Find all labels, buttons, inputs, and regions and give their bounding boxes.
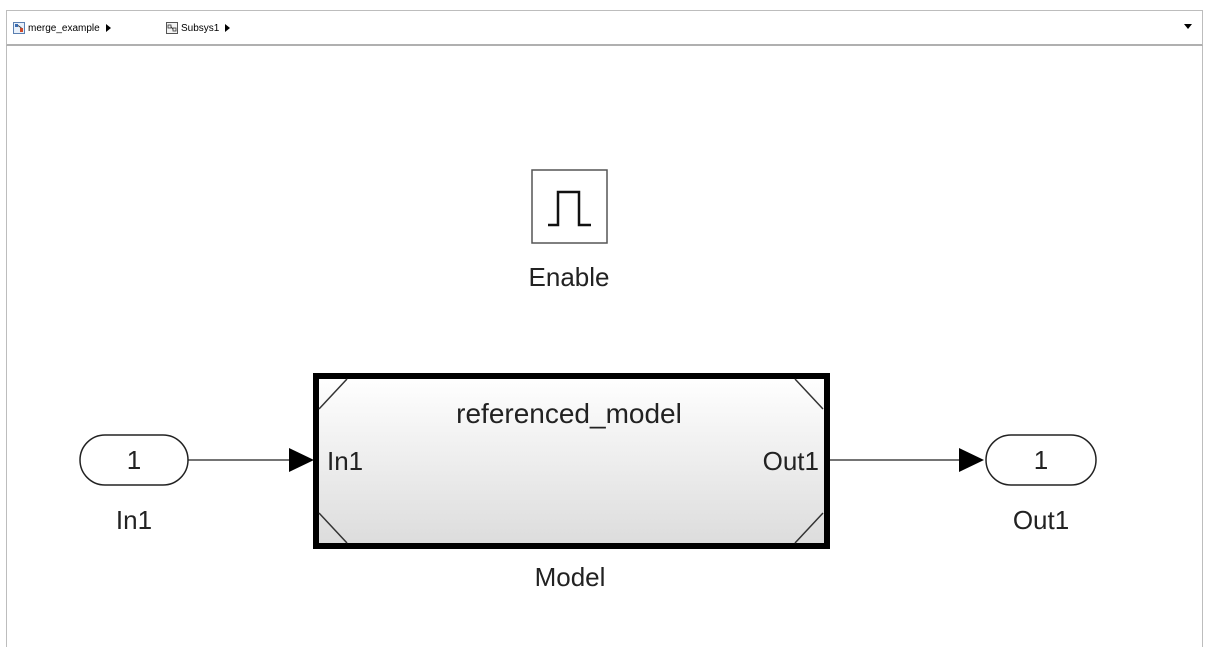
model-out-port-label: Out1: [763, 446, 819, 476]
pulse-icon: [548, 190, 591, 227]
outport-block[interactable]: 1: [985, 434, 1097, 486]
subsystem-icon: [166, 22, 178, 34]
breadcrumb-item-merge-example[interactable]: merge_example: [13, 11, 111, 45]
inport-block[interactable]: 1: [79, 434, 189, 486]
inport-number: 1: [127, 445, 141, 475]
chevron-right-icon[interactable]: [225, 24, 231, 32]
breadcrumb-label: merge_example: [28, 22, 100, 34]
chevron-right-icon[interactable]: [105, 24, 111, 32]
enable-block[interactable]: [531, 169, 608, 244]
inport-label: In1: [116, 505, 152, 535]
model-reference-block[interactable]: referenced_model In1 Out1: [313, 373, 830, 549]
enable-block-label: Enable: [529, 262, 610, 292]
signal-line-in[interactable]: [188, 448, 314, 472]
model-in-port-label: In1: [327, 446, 363, 476]
model-block-label: Model: [535, 562, 606, 592]
model-block-title: referenced_model: [456, 398, 682, 429]
diagram-canvas[interactable]: Enable 1 In1 referenced_model In1: [6, 46, 1203, 647]
model-icon: [13, 22, 25, 34]
breadcrumb-item-subsys1[interactable]: Subsys1: [166, 11, 231, 45]
block-diagram: Enable 1 In1 referenced_model In1: [79, 169, 1097, 592]
signal-line-out[interactable]: [830, 448, 984, 472]
breadcrumb-label: Subsys1: [181, 22, 220, 34]
outport-number: 1: [1034, 445, 1048, 475]
breadcrumb: merge_example Subsys1: [6, 10, 1203, 46]
chevron-down-icon[interactable]: [1184, 24, 1192, 29]
outport-label: Out1: [1013, 505, 1069, 535]
